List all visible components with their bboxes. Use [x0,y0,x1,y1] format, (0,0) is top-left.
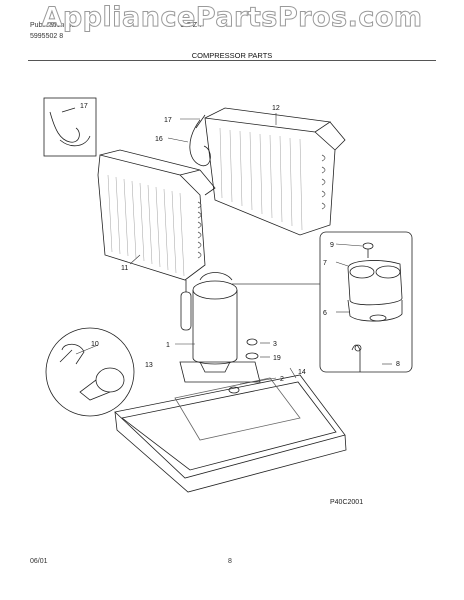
callout-3: 3 [273,341,277,348]
callout-19: 19 [273,355,281,362]
figure-code: P40C2001 [330,499,364,506]
publication-number: 5995502 8 [30,33,64,40]
callout-10: 10 [91,341,99,348]
grommets [228,338,259,394]
footer-date: 06/01 [30,558,48,565]
watermark-logo: AppliancePartsPros.com [41,2,423,34]
callout-14: 14 [298,369,306,376]
page-title: COMPRESSOR PARTS [191,51,273,60]
callout-6: 6 [323,310,327,317]
callout-7: 7 [323,260,327,267]
compressor-1 [179,272,261,383]
callout-9: 9 [330,242,334,249]
callout-12: 12 [272,105,280,112]
callout-2: 2 [280,376,284,383]
callout-11: 11 [121,265,128,272]
footer-page-number: 8 [228,558,232,565]
inset-compressor-parts [319,231,413,373]
leader-lines [75,113,392,385]
callout-17: 17 [164,117,172,124]
coil-11 [97,149,216,281]
callout-16: 16 [155,136,163,143]
base-pan-14 [114,374,347,493]
callout-8: 8 [396,361,400,368]
coil-12 [189,107,346,236]
callout-1: 1 [166,342,170,349]
inset-fan-motor-10-13 [45,327,135,417]
inset-capillary-17 [43,97,97,157]
callout-13: 13 [145,362,153,369]
publication-number-label: Publication Nu [30,22,76,29]
model-number: C 5 Z 7 [180,22,203,29]
callout-17-inset: 17 [80,103,88,110]
header-divider [28,60,436,61]
